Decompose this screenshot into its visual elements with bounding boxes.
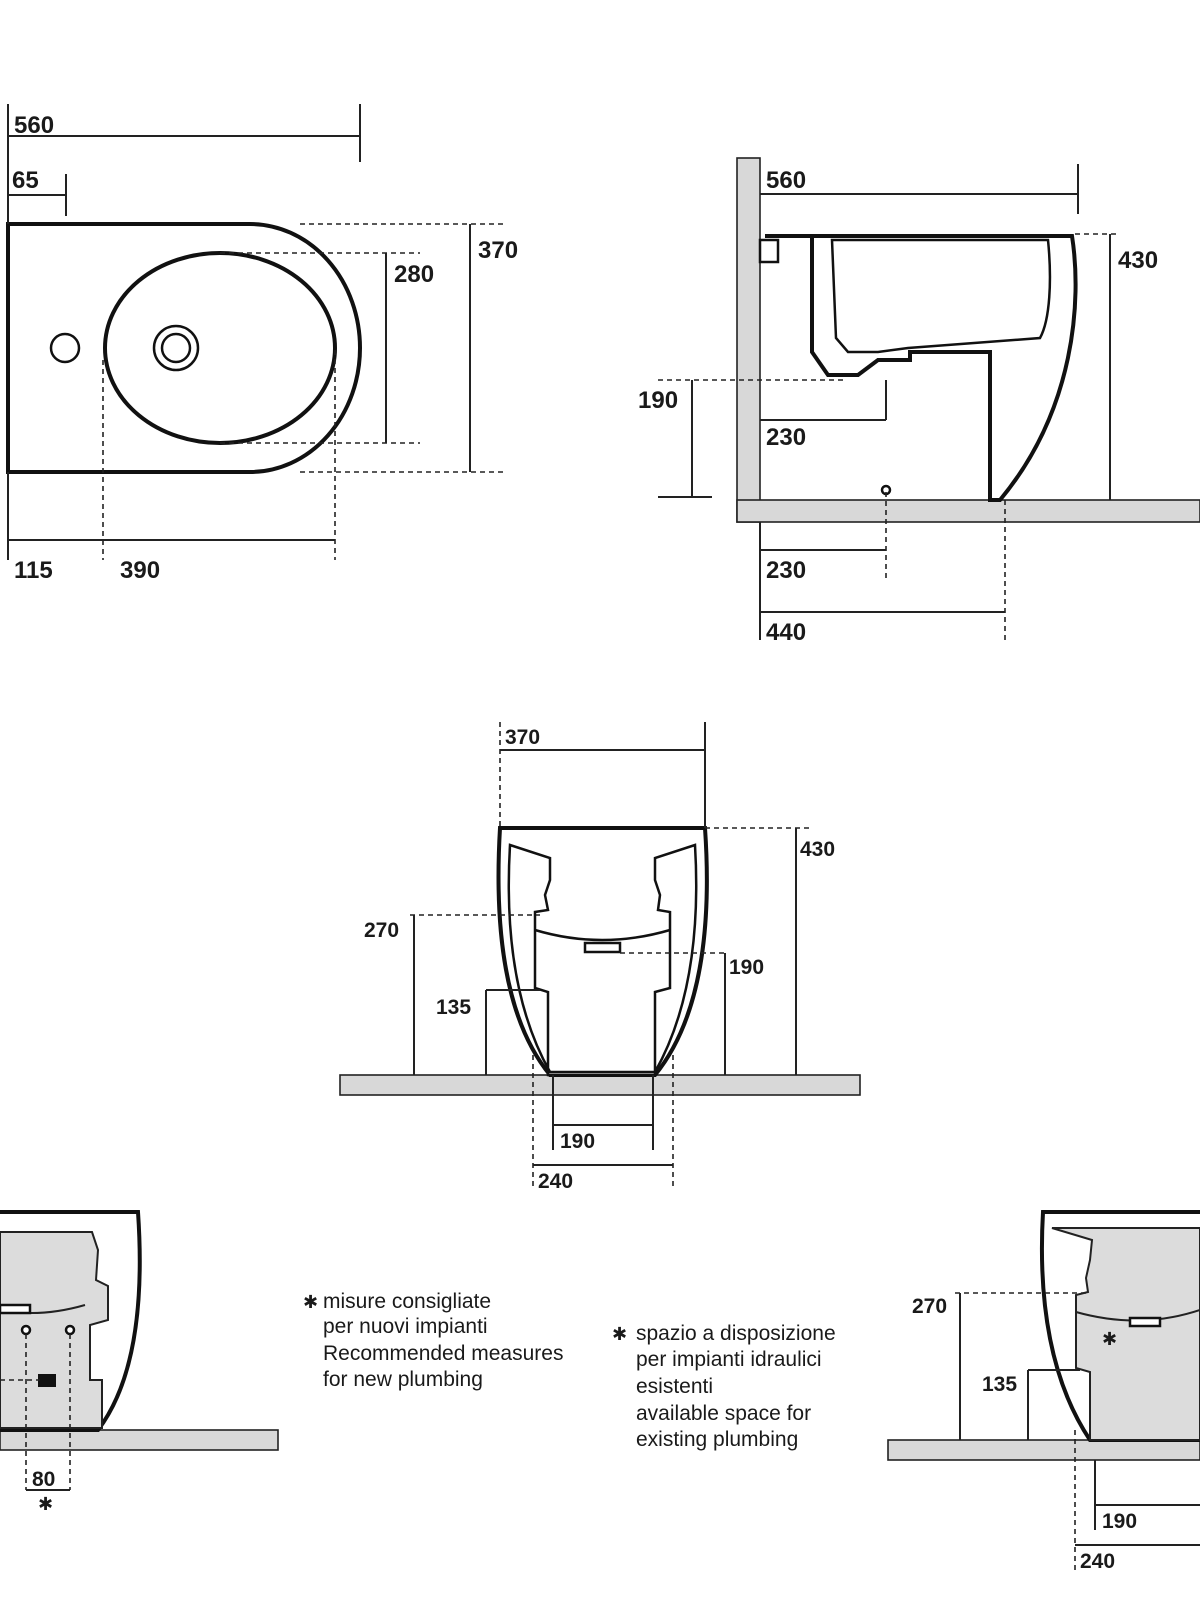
dim-rear-offset: 115: [14, 557, 53, 584]
note-recommended-line-2: per nuovi impianti: [323, 1315, 488, 1338]
back-right-dim-outlet-low: 135: [982, 1373, 1017, 1396]
note-available-line-4: available space for: [636, 1402, 811, 1425]
dim-bowl-length: 390: [120, 557, 160, 584]
side-dim-base-depth: 440: [766, 619, 806, 646]
back-view-left: 80 ✱: [0, 1210, 279, 1515]
top-view-bowl: [103, 251, 337, 445]
note-available: ✱ spazio a disposizione per impianti idr…: [612, 1322, 836, 1451]
floor: [736, 499, 1200, 523]
note-recommended: ✱ misure consigliate per nuovi impianti …: [303, 1290, 563, 1391]
drain-outlet: [38, 1374, 56, 1387]
back-left-asterisk: ✱: [38, 1494, 53, 1515]
side-dim-drain-offset: 230: [766, 424, 806, 451]
wall-bracket: [758, 238, 780, 264]
back-left-floor: [0, 1429, 279, 1451]
back-left-cavity: [0, 1231, 109, 1429]
back-right-cavity: [1051, 1227, 1200, 1441]
back-right-dim-base-inner: 190: [1102, 1510, 1137, 1533]
dim-overall-width: 370: [478, 237, 518, 264]
back-right-asterisk: ✱: [1102, 1329, 1117, 1350]
front-view-outlet: [583, 941, 622, 954]
note-available-line-5: existing plumbing: [636, 1428, 798, 1451]
note-recommended-line-4: for new plumbing: [323, 1368, 483, 1391]
back-right-dim-base-outer: 240: [1080, 1550, 1115, 1573]
front-dim-base-inner: 190: [560, 1130, 595, 1153]
front-dim-base-outer: 240: [538, 1170, 573, 1193]
tap-hole: [49, 332, 81, 364]
back-view-right: ✱ 270 135 190 240: [887, 1210, 1200, 1573]
side-view-bowl: [830, 238, 1052, 354]
top-view: 560 65 370 280 115 390: [6, 104, 518, 584]
dim-bowl-width: 280: [394, 261, 434, 288]
front-view-cavity: [507, 843, 698, 1077]
front-dim-outlet-low: 135: [436, 996, 471, 1019]
front-dim-height: 430: [800, 838, 835, 861]
back-left-dim-spacing: 80: [32, 1468, 55, 1491]
dim-tap-offset: 65: [12, 167, 39, 194]
front-view-bowl-base: [534, 928, 671, 942]
side-dim-length: 560: [766, 167, 806, 194]
note-available-line-3: esistenti: [636, 1375, 713, 1398]
wall: [736, 157, 761, 523]
fixing-hole-right: [64, 1324, 76, 1336]
side-dim-floor-drain: 230: [766, 557, 806, 584]
back-right-floor: [887, 1439, 1200, 1461]
front-dim-outlet-high: 190: [729, 956, 764, 979]
side-view: 560 430 190 230 230 440: [638, 157, 1200, 646]
front-dim-width: 370: [505, 726, 540, 749]
dim-overall-length: 560: [14, 112, 54, 139]
front-dim-inlet-height: 270: [364, 919, 399, 942]
front-view: 370 430 270 135 190 190 240: [339, 722, 861, 1193]
side-dim-drain-height: 190: [638, 387, 678, 414]
note-available-line-2: per impianti idraulici: [636, 1348, 822, 1371]
front-floor: [339, 1074, 861, 1096]
note-available-symbol: ✱: [612, 1324, 627, 1345]
back-right-dim-inlet: 270: [912, 1295, 947, 1318]
note-recommended-line-1: misure consigliate: [323, 1290, 491, 1313]
side-dim-height: 430: [1118, 247, 1158, 274]
drain-inner: [160, 332, 192, 364]
note-available-line-1: spazio a disposizione: [636, 1322, 836, 1345]
fixing-hole-left: [20, 1324, 32, 1336]
note-recommended-line-3: Recommended measures: [323, 1342, 563, 1365]
note-recommended-symbol: ✱: [303, 1292, 318, 1313]
